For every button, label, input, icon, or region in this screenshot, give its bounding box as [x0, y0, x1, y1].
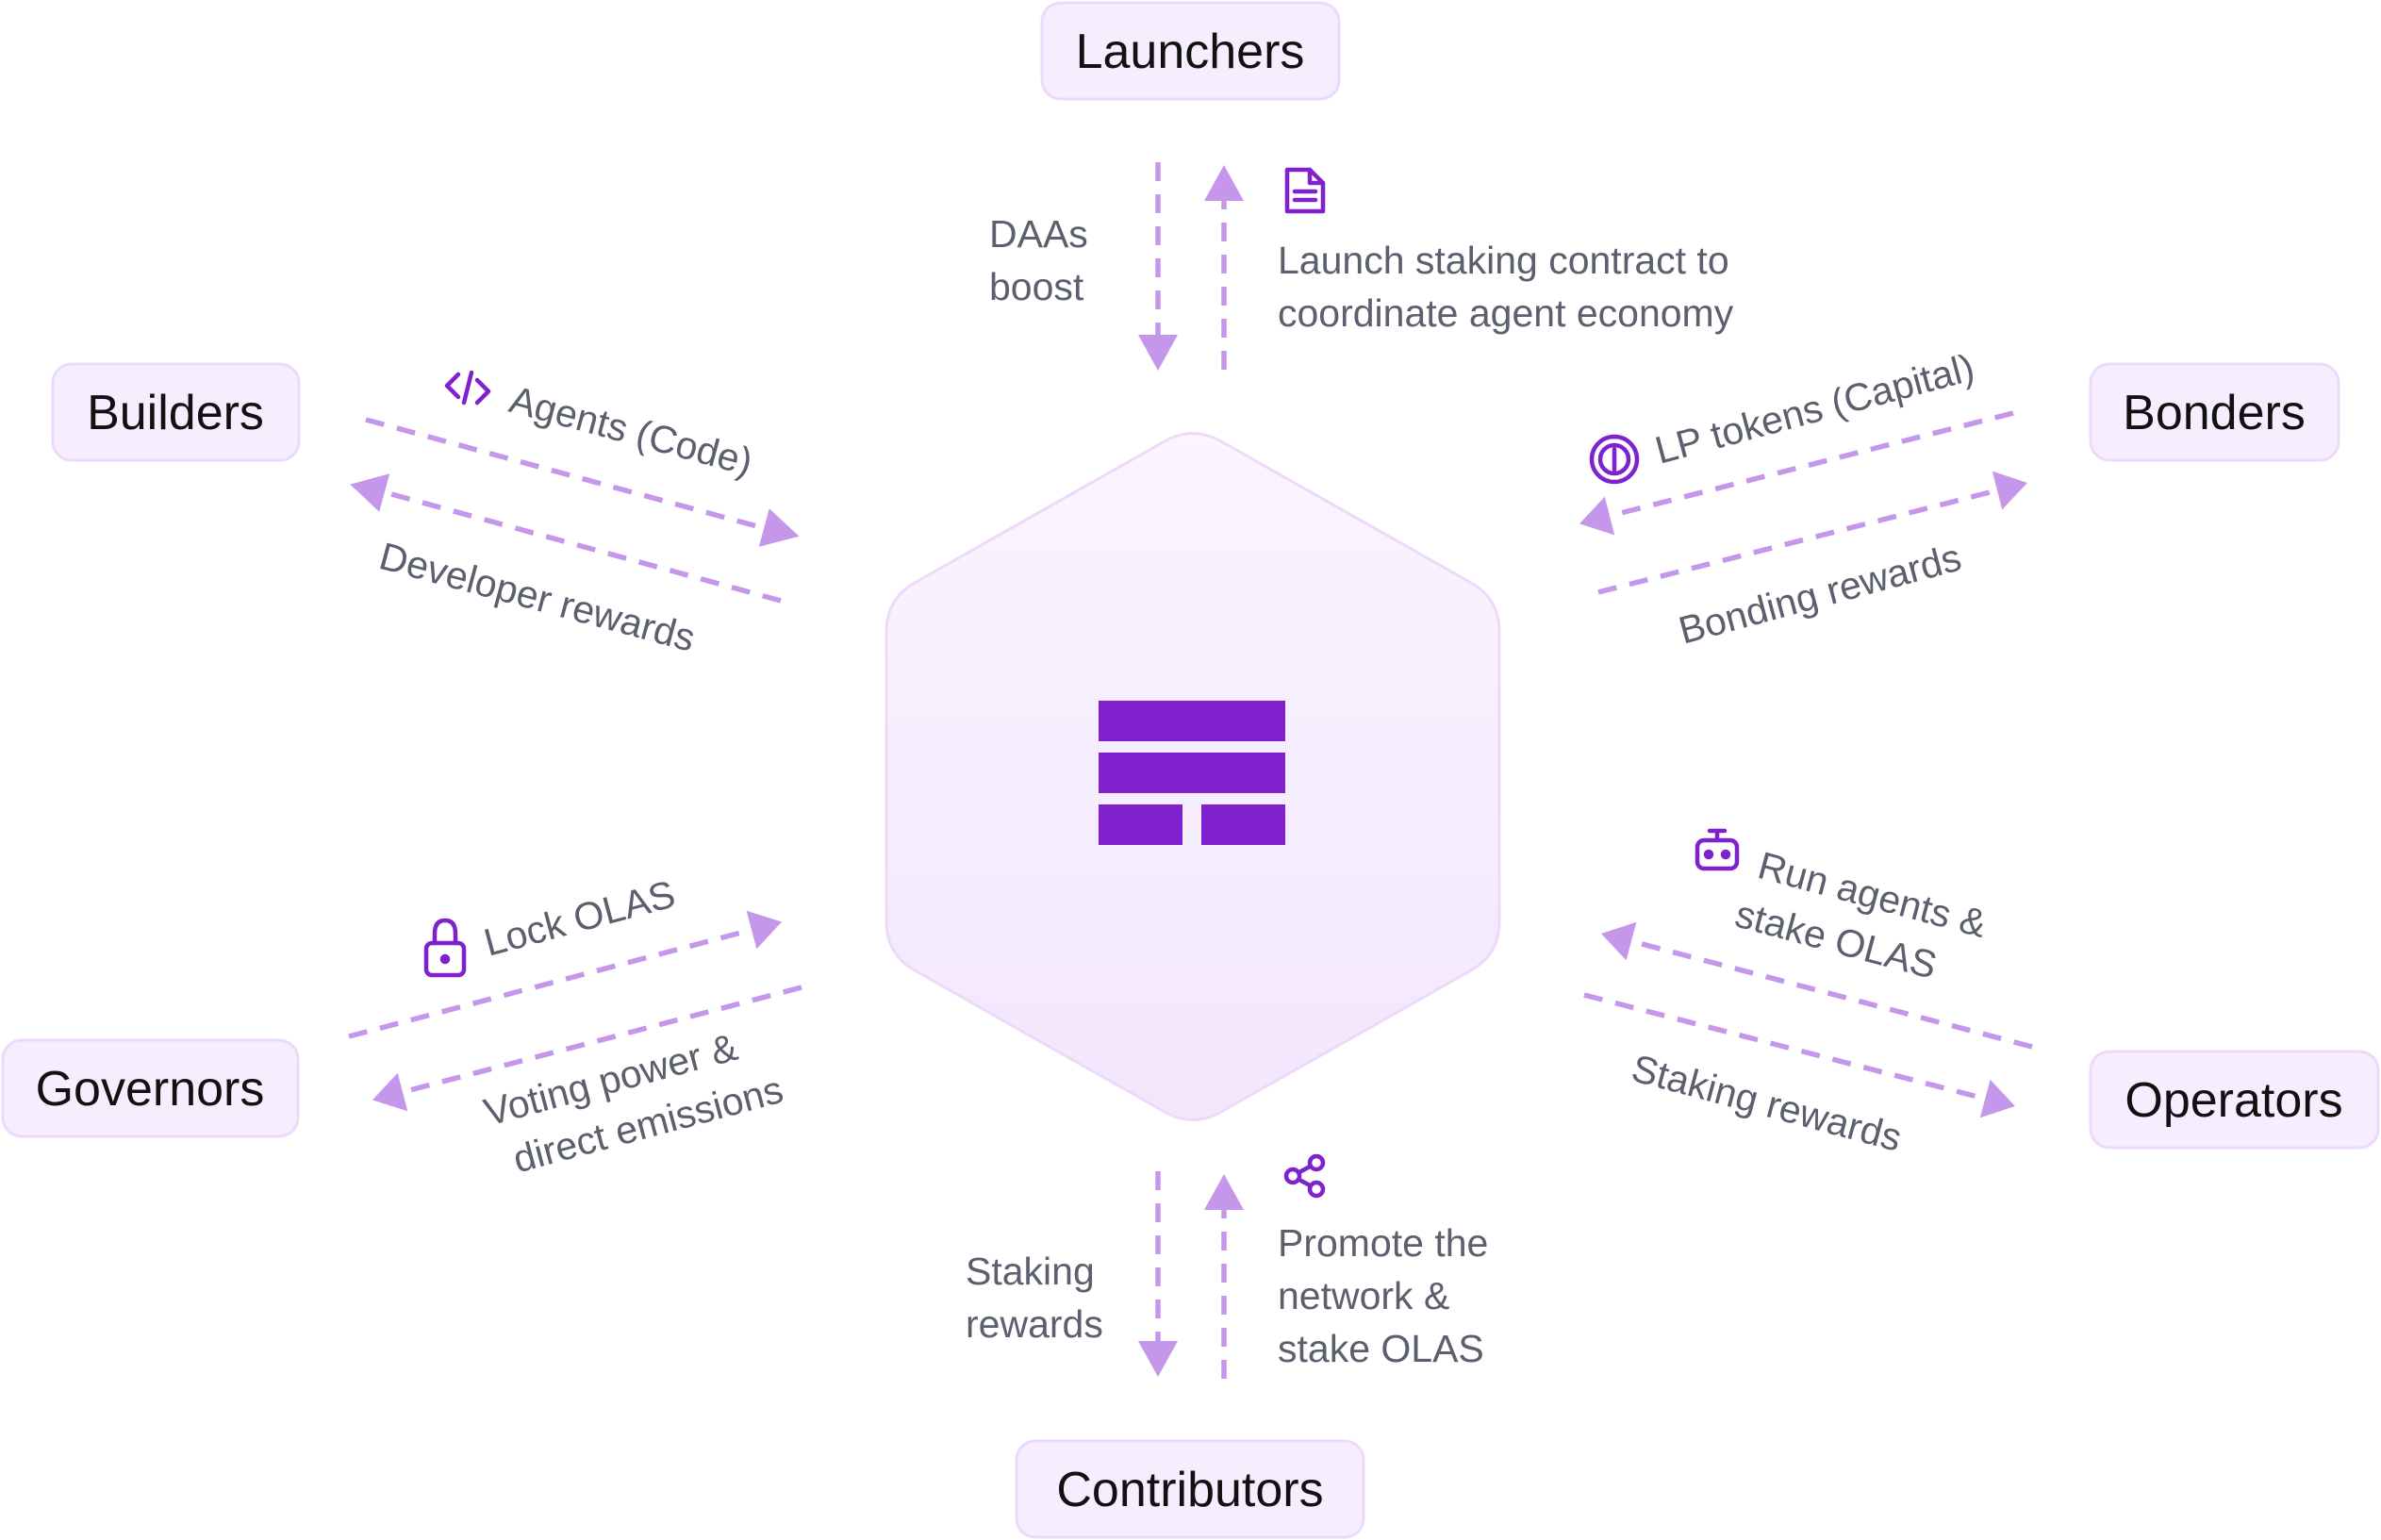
- robot-icon: [1695, 828, 1740, 871]
- governors-in-arrow: [372, 985, 802, 1112]
- builders-node: Builders: [51, 362, 301, 462]
- operators-in-label: Staking rewards: [1628, 1046, 1907, 1160]
- bonders-label: Bonders: [2123, 386, 2306, 440]
- bonders-node: Bonders: [2089, 362, 2340, 462]
- governors-node: Governors: [1, 1038, 300, 1138]
- contributors-node: Contributors: [1015, 1439, 1365, 1539]
- governors-label: Governors: [36, 1062, 265, 1117]
- contributors-in-label: Staking rewards: [966, 1250, 1105, 1346]
- governors-out-arrow: [348, 910, 782, 1039]
- governors-out-label: Lock OLAS: [479, 872, 679, 965]
- bonders-in-arrow: [1597, 471, 2027, 595]
- olas-logo-icon: [1099, 701, 1285, 845]
- launchers-node: Launchers: [1040, 1, 1341, 101]
- lock-icon: [423, 918, 467, 978]
- operators-label: Operators: [2125, 1073, 2342, 1128]
- builders-out-arrow: [365, 417, 800, 547]
- contributors-out-arrow: [1204, 1174, 1244, 1379]
- launchers-label: Launchers: [1076, 25, 1305, 79]
- launchers-in-label: DAAs boost: [989, 212, 1099, 308]
- builders-in-arrow: [350, 473, 782, 604]
- builders-in-label: Developer rewards: [375, 534, 700, 659]
- dollar-coin-icon: [1589, 434, 1640, 485]
- document-icon: [1284, 167, 1326, 214]
- contributors-label: Contributors: [1056, 1463, 1323, 1517]
- contributors-in-arrow: [1138, 1171, 1178, 1377]
- share-icon: [1283, 1153, 1326, 1199]
- operators-out-arrow: [1601, 921, 2033, 1050]
- bonders-out-arrow: [1579, 410, 2014, 536]
- bonders-out-label: LP tokens (Capital): [1650, 345, 1978, 472]
- builders-label: Builders: [87, 386, 264, 440]
- launchers-out-arrow: [1204, 165, 1244, 370]
- code-icon: [444, 370, 491, 406]
- operators-node: Operators: [2089, 1050, 2380, 1150]
- builders-out-label: Agents (Code): [505, 377, 757, 484]
- bonders-in-label: Bonding rewards: [1674, 536, 1965, 653]
- launchers-out-label: Launch staking contract to coordinate ag…: [1278, 239, 1740, 335]
- governors-in-label: Voting power & direct emissions: [479, 1017, 787, 1185]
- launchers-in-arrow: [1138, 162, 1178, 371]
- operators-in-arrow: [1583, 992, 2015, 1118]
- contributors-out-label: Promote the network & stake OLAS: [1278, 1221, 1499, 1370]
